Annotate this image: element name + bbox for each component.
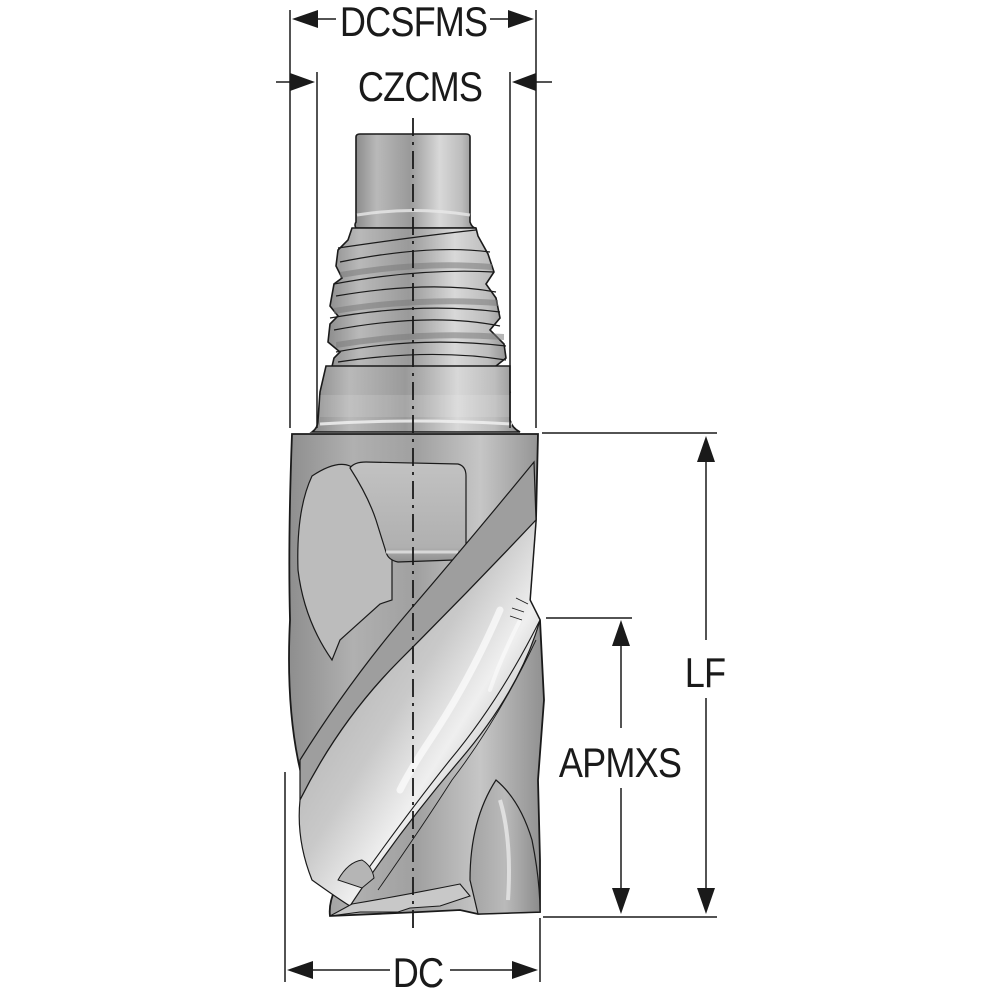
dimension-label-dc: DC: [392, 949, 444, 996]
dimension-label-dcsfms: DCSFMS: [339, 0, 488, 45]
shank-collar: [309, 365, 521, 433]
dimension-label-czcms: CZCMS: [357, 63, 483, 110]
milling-tool: [288, 118, 545, 930]
dimension-lines: [276, 10, 717, 982]
shank-pilot: [354, 133, 477, 229]
dimension-label-apmxs: APMXS: [558, 739, 682, 786]
cutting-head: [288, 433, 545, 917]
dimension-label-lf: LF: [684, 649, 726, 696]
